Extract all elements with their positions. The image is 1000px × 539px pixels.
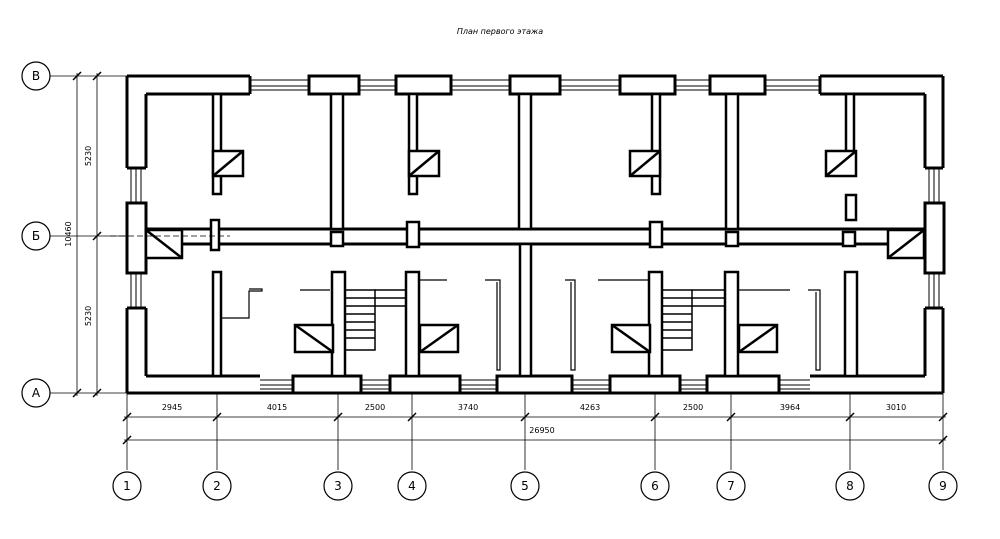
dimension-lines — [76, 73, 946, 441]
vent-box — [293, 323, 335, 354]
axis-marker-column: 7 — [716, 471, 746, 501]
svg-text:8: 8 — [846, 479, 854, 493]
bottom-wall-piers — [291, 374, 781, 395]
stair-right — [661, 289, 725, 351]
svg-text:9: 9 — [939, 479, 947, 493]
svg-text:А: А — [32, 386, 41, 400]
top-wall-piers — [307, 74, 767, 96]
partitions-lower — [211, 242, 859, 378]
axis-marker-row: А — [21, 378, 51, 408]
vent-box — [886, 228, 926, 260]
dim-label: 3740 — [458, 403, 478, 412]
dim-label: 3964 — [780, 403, 800, 412]
vent-boxes — [144, 149, 926, 354]
stair-left — [344, 289, 406, 351]
horizontal-dimension-labels: 2945 4015 2500 3740 4263 2500 3964 3010 — [162, 403, 906, 412]
svg-text:4: 4 — [408, 479, 416, 493]
axis-marker-column: 5 — [510, 471, 540, 501]
dim-label: 2500 — [365, 403, 385, 412]
svg-text:3: 3 — [334, 479, 342, 493]
exterior-walls — [125, 74, 945, 395]
vent-box — [211, 149, 245, 178]
vent-box — [407, 149, 441, 178]
corridor-walls — [146, 227, 925, 246]
vent-box — [610, 323, 652, 354]
overall-length-label: 26950 — [529, 426, 554, 435]
axis-marker-column: 1 — [112, 471, 142, 501]
vertical-dimension-labels: 5230 5230 10460 — [64, 146, 93, 326]
plan-title: План первого этажа — [456, 27, 544, 36]
svg-text:5: 5 — [521, 479, 529, 493]
vent-box — [737, 323, 779, 354]
svg-text:7: 7 — [727, 479, 735, 493]
axis-marker-column: 6 — [640, 471, 670, 501]
svg-text:2: 2 — [213, 479, 221, 493]
grid-lines — [50, 75, 944, 470]
vent-box — [144, 228, 184, 260]
dim-label: 4263 — [580, 403, 600, 412]
svg-text:1: 1 — [123, 479, 131, 493]
dimension-ticks — [72, 71, 948, 445]
vent-box — [628, 149, 662, 178]
side-piers — [125, 201, 946, 275]
axis-marker-column: 9 — [928, 471, 958, 501]
dim-label: 2945 — [162, 403, 182, 412]
vent-box — [824, 149, 858, 178]
axis-marker-column: 3 — [323, 471, 353, 501]
vent-box — [418, 323, 460, 354]
axis-marker-column: 8 — [835, 471, 865, 501]
axis-marker-column: 4 — [397, 471, 427, 501]
partitions-upper — [209, 92, 858, 252]
axis-marker-row: Б — [21, 221, 51, 251]
row-axis-markers: В Б А — [21, 61, 51, 408]
axis-marker-row: В — [21, 61, 51, 91]
dim-label: 3010 — [886, 403, 906, 412]
overall-width-label: 10460 — [64, 221, 73, 246]
dim-label: 5230 — [84, 306, 93, 326]
dim-label: 5230 — [84, 146, 93, 166]
thin-fixtures — [220, 279, 821, 371]
svg-text:6: 6 — [651, 479, 659, 493]
svg-text:В: В — [32, 69, 40, 83]
column-axis-markers: 1 2 3 4 5 6 7 8 9 — [112, 471, 958, 501]
svg-text:Б: Б — [32, 229, 40, 243]
windows — [130, 79, 940, 390]
dim-label: 2500 — [683, 403, 703, 412]
axis-marker-column: 2 — [202, 471, 232, 501]
dim-label: 4015 — [267, 403, 287, 412]
